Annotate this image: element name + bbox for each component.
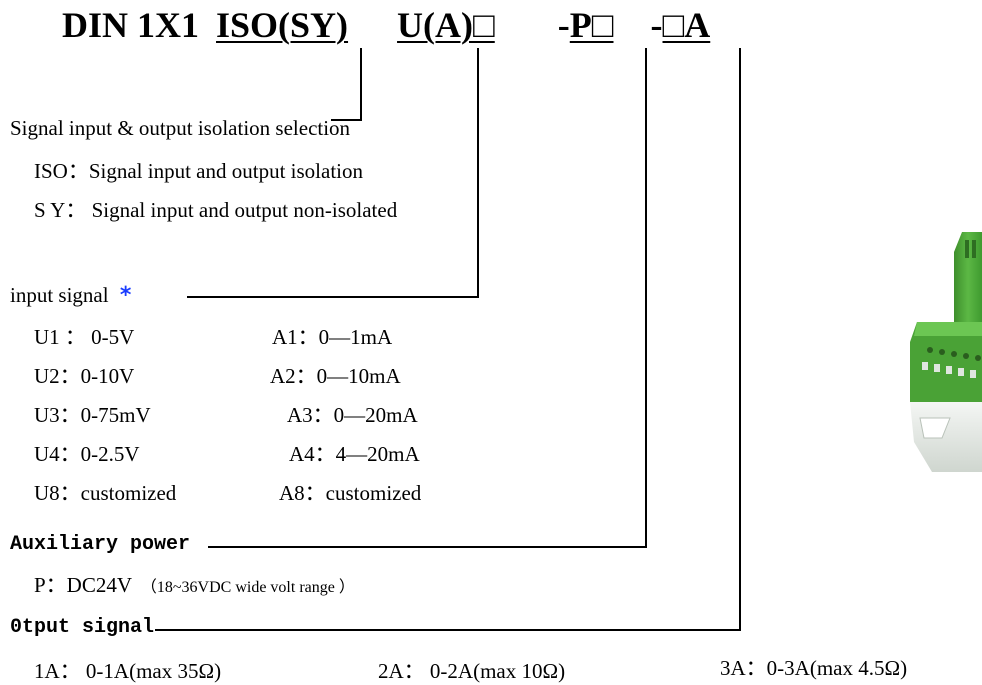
input-voltage-option: U8：customized xyxy=(34,481,177,505)
model-code-prefix: DIN 1X1 xyxy=(62,5,200,45)
input-current-option: A8：customized xyxy=(279,481,422,505)
power-heading: Auxiliary power xyxy=(10,533,191,556)
input-voltage-option: U2：0-10V xyxy=(34,364,135,388)
leader-input-vertical xyxy=(477,48,479,297)
leader-input-horizontal xyxy=(187,296,479,298)
leader-output-horizontal xyxy=(155,629,741,631)
model-code-power: P□ xyxy=(569,5,614,45)
input-heading: input signal xyxy=(10,283,109,307)
output-option: 3A：0-3A(max 4.5Ω) xyxy=(720,656,908,680)
input-heading-row: input signal * xyxy=(10,283,131,308)
input-current-option: A2：0—10mA xyxy=(270,364,401,388)
power-option: P：DC24V （18~36VDC wide volt range ） xyxy=(34,569,355,599)
din-rail-module-image xyxy=(862,232,982,482)
output-option: 2A： 0-2A(max 10Ω) xyxy=(378,659,566,683)
model-code-output: □A xyxy=(662,5,711,45)
leader-power-vertical xyxy=(645,48,647,548)
input-voltage-option: U1 ： 0-5V xyxy=(34,325,135,349)
isolation-heading: Signal input & output isolation selectio… xyxy=(10,116,351,140)
isolation-option-sy: S Y： Signal input and output non-isolate… xyxy=(34,198,398,222)
model-code-input: U(A)□ xyxy=(397,5,495,45)
leader-isolation-horizontal xyxy=(331,119,362,121)
leader-isolation-vertical xyxy=(360,48,362,120)
module-illustration xyxy=(910,232,982,472)
input-current-option: A1：0—1mA xyxy=(272,325,393,349)
required-marker: * xyxy=(119,283,132,308)
model-code: DIN 1X1 ISO(SY) U(A)□ -P□ -□A xyxy=(62,4,710,46)
output-heading: 0tput signal xyxy=(10,616,155,639)
model-code-power-dash: - xyxy=(557,5,570,45)
input-voltage-option: U3：0-75mV xyxy=(34,403,151,427)
output-option: 1A： 0-1A(max 35Ω) xyxy=(34,659,222,683)
input-current-option: A4：4—20mA xyxy=(289,442,420,466)
input-current-option: A3：0—20mA xyxy=(287,403,418,427)
power-option-main: P：DC24V xyxy=(34,573,132,597)
power-option-note: （18~36VDC wide volt range ） xyxy=(140,579,355,596)
leader-power-horizontal xyxy=(208,546,647,548)
leader-output-vertical xyxy=(739,48,741,631)
input-voltage-option: U4：0-2.5V xyxy=(34,442,140,466)
model-code-output-dash: - xyxy=(650,5,663,45)
isolation-option-iso: ISO：Signal input and output isolation xyxy=(34,159,363,183)
model-code-isolation: ISO(SY) xyxy=(216,5,349,45)
